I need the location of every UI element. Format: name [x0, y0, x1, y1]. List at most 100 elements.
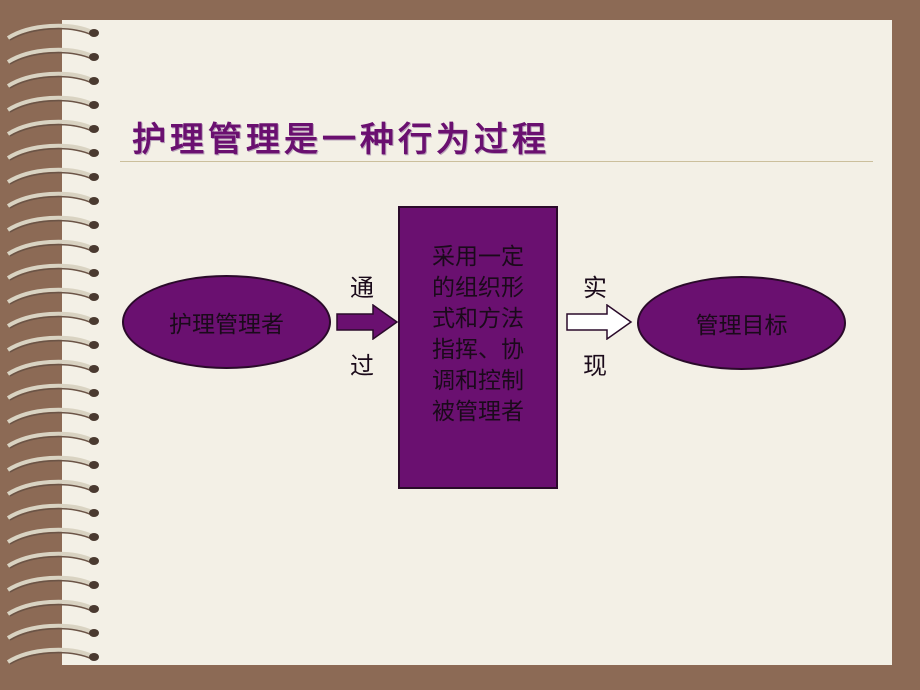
spiral-ring-shadow: [9, 267, 93, 281]
manager-ellipse: 护理管理者: [122, 275, 331, 369]
spiral-ring-shadow: [9, 411, 93, 425]
spiral-ring-shadow: [9, 171, 93, 185]
connector-right-bottom: 现: [583, 352, 607, 380]
spiral-hole: [89, 77, 99, 85]
spiral-hole: [89, 341, 99, 349]
spiral-ring: [6, 479, 93, 496]
spiral-hole: [89, 53, 99, 61]
spiral-ring: [6, 119, 93, 136]
spiral-hole: [89, 605, 99, 613]
spiral-ring: [6, 71, 93, 88]
spiral-ring: [6, 263, 93, 280]
method-line: 的组织形: [432, 275, 524, 301]
spiral-ring: [6, 503, 93, 520]
spiral-ring-shadow: [9, 531, 93, 545]
method-line: 指挥、协: [432, 337, 524, 363]
spiral-ring-shadow: [9, 219, 93, 233]
spiral-ring: [6, 215, 93, 232]
goal-label: 管理目标: [695, 313, 788, 339]
spiral-binding: [6, 23, 99, 665]
spiral-hole: [89, 29, 99, 37]
spiral-ring: [6, 383, 93, 400]
spiral-ring-shadow: [9, 75, 93, 89]
spiral-hole: [89, 293, 99, 301]
spiral-ring: [6, 143, 93, 160]
method-line: 调和控制: [432, 368, 524, 394]
slide-title: 护理管理是一种行为过程: [132, 120, 550, 160]
method-line: 采用一定: [432, 244, 524, 270]
spiral-ring-shadow: [9, 315, 93, 329]
spiral-hole: [89, 557, 99, 565]
spiral-ring: [6, 335, 93, 352]
spiral-ring-shadow: [9, 339, 93, 353]
spiral-hole: [89, 317, 99, 325]
spiral-ring: [6, 359, 93, 376]
connector-left-top: 通: [350, 274, 374, 302]
spiral-hole: [89, 653, 99, 661]
spiral-ring-shadow: [9, 99, 93, 113]
spiral-ring-shadow: [9, 507, 93, 521]
manager-label: 护理管理者: [169, 312, 284, 338]
spiral-ring-shadow: [9, 243, 93, 257]
right-arrow-filled-icon: [336, 304, 399, 340]
connector-left-bottom: 过: [350, 352, 374, 380]
spiral-ring: [6, 23, 93, 40]
spiral-ring-shadow: [9, 435, 93, 449]
spiral-hole: [89, 365, 99, 373]
spiral-ring-shadow: [9, 555, 93, 569]
spiral-ring-shadow: [9, 651, 93, 665]
connector-right-top: 实: [583, 274, 607, 302]
spiral-ring-shadow: [9, 603, 93, 617]
spiral-hole: [89, 629, 99, 637]
spiral-hole: [89, 485, 99, 493]
spiral-hole: [89, 149, 99, 157]
spiral-ring-shadow: [9, 483, 93, 497]
method-box: 采用一定 的组织形 式和方法 指挥、协 调和控制 被管理者: [398, 206, 558, 489]
spiral-ring: [6, 647, 93, 664]
spiral-ring: [6, 287, 93, 304]
spiral-ring-shadow: [9, 363, 93, 377]
spiral-hole: [89, 245, 99, 253]
spiral-ring-shadow: [9, 51, 93, 65]
spiral-ring: [6, 95, 93, 112]
spiral-ring: [6, 239, 93, 256]
spiral-ring: [6, 623, 93, 640]
spiral-ring: [6, 575, 93, 592]
spiral-ring: [6, 311, 93, 328]
spiral-ring-shadow: [9, 459, 93, 473]
spiral-ring-shadow: [9, 195, 93, 209]
goal-ellipse: 管理目标: [637, 276, 846, 370]
spiral-ring-shadow: [9, 147, 93, 161]
spiral-hole: [89, 581, 99, 589]
spiral-ring: [6, 167, 93, 184]
spiral-hole: [89, 197, 99, 205]
spiral-hole: [89, 269, 99, 277]
spiral-ring: [6, 527, 93, 544]
spiral-ring-shadow: [9, 387, 93, 401]
spiral-hole: [89, 413, 99, 421]
spiral-ring: [6, 455, 93, 472]
spiral-ring: [6, 191, 93, 208]
spiral-ring-shadow: [9, 123, 93, 137]
spiral-ring-shadow: [9, 291, 93, 305]
spiral-hole: [89, 389, 99, 397]
spiral-hole: [89, 533, 99, 541]
spiral-hole: [89, 101, 99, 109]
right-arrow-outline-icon: [566, 304, 633, 340]
spiral-hole: [89, 173, 99, 181]
spiral-ring-shadow: [9, 627, 93, 641]
spiral-hole: [89, 461, 99, 469]
spiral-ring: [6, 599, 93, 616]
spiral-ring: [6, 551, 93, 568]
method-line: 被管理者: [432, 399, 524, 425]
spiral-ring-shadow: [9, 27, 93, 41]
method-line: 式和方法: [432, 306, 524, 332]
spiral-ring: [6, 407, 93, 424]
spiral-ring-shadow: [9, 579, 93, 593]
spiral-hole: [89, 125, 99, 133]
spiral-hole: [89, 437, 99, 445]
spiral-ring: [6, 47, 93, 64]
title-divider: [120, 161, 873, 162]
spiral-ring: [6, 431, 93, 448]
spiral-hole: [89, 221, 99, 229]
